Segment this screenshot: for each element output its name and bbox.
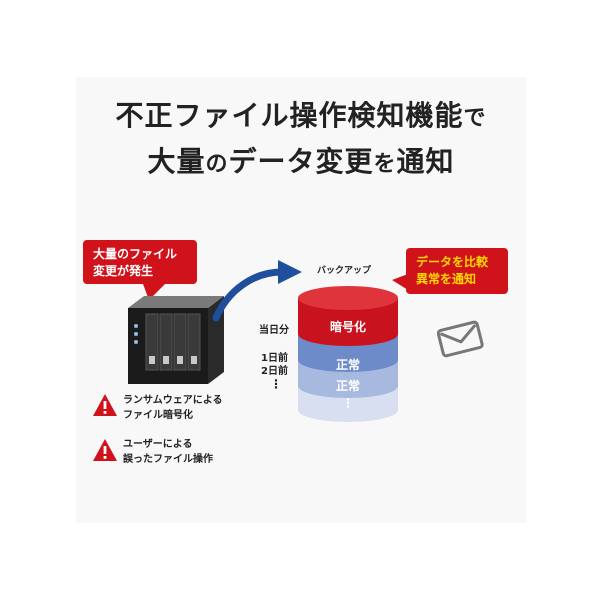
title-particle: を bbox=[373, 152, 397, 177]
backup-label: バックアップ bbox=[317, 266, 372, 276]
backup-disk-stack bbox=[298, 286, 398, 422]
warning-icon bbox=[93, 394, 117, 416]
bubble-text: 異常を通知 bbox=[416, 272, 477, 286]
bubble-text: 変更が発生 bbox=[93, 264, 154, 278]
disk-label-normal: 正常 bbox=[335, 358, 360, 372]
warning-line: ランサムウェアによる bbox=[123, 395, 223, 406]
alert-bubble-change: 大量のファイル 変更が発生 bbox=[83, 240, 197, 300]
disk-label-more: ⋮ bbox=[342, 396, 354, 410]
warning-line: 誤ったファイル操作 bbox=[123, 454, 213, 465]
warning-line: ファイル暗号化 bbox=[123, 410, 193, 421]
disk-label-encrypted: 暗号化 bbox=[329, 320, 366, 334]
mail-icon bbox=[436, 320, 484, 358]
page-title-line-2: 大量のデータ変更を通知 bbox=[76, 140, 526, 180]
warning-text-ransomware: ランサムウェアによる ファイル暗号化 bbox=[123, 393, 223, 423]
warning-text-user-error: ユーザーによる 誤ったファイル操作 bbox=[123, 437, 213, 467]
generation-label-day2: 2日前 bbox=[261, 366, 288, 377]
generation-label-today: 当日分 bbox=[259, 325, 289, 336]
bubble-text: 大量のファイル bbox=[93, 247, 178, 261]
bubble-tail bbox=[392, 274, 408, 290]
generation-label-day1: 1日前 bbox=[261, 353, 288, 364]
title-particle: の bbox=[205, 152, 229, 177]
warning-line: ユーザーによる bbox=[123, 439, 193, 450]
title-particle: で bbox=[463, 106, 487, 131]
title-text: 大量 bbox=[147, 145, 206, 178]
warning-icon bbox=[93, 439, 117, 461]
alert-bubble-notify: データを比較 異常を通知 bbox=[392, 248, 508, 294]
disk-label-normal: 正常 bbox=[335, 379, 360, 393]
title-text: 通知 bbox=[396, 145, 455, 178]
generation-label-more: ⋮ bbox=[270, 377, 282, 391]
nas-device-icon bbox=[128, 296, 224, 384]
title-text: 不正ファイル操作検知機能 bbox=[115, 99, 464, 132]
bubble-text: データを比較 bbox=[416, 255, 489, 269]
title-text: データ変更 bbox=[228, 145, 374, 178]
page-title-line-1: 不正ファイル操作検知機能で bbox=[76, 94, 526, 134]
curved-arrow-icon bbox=[212, 260, 302, 322]
